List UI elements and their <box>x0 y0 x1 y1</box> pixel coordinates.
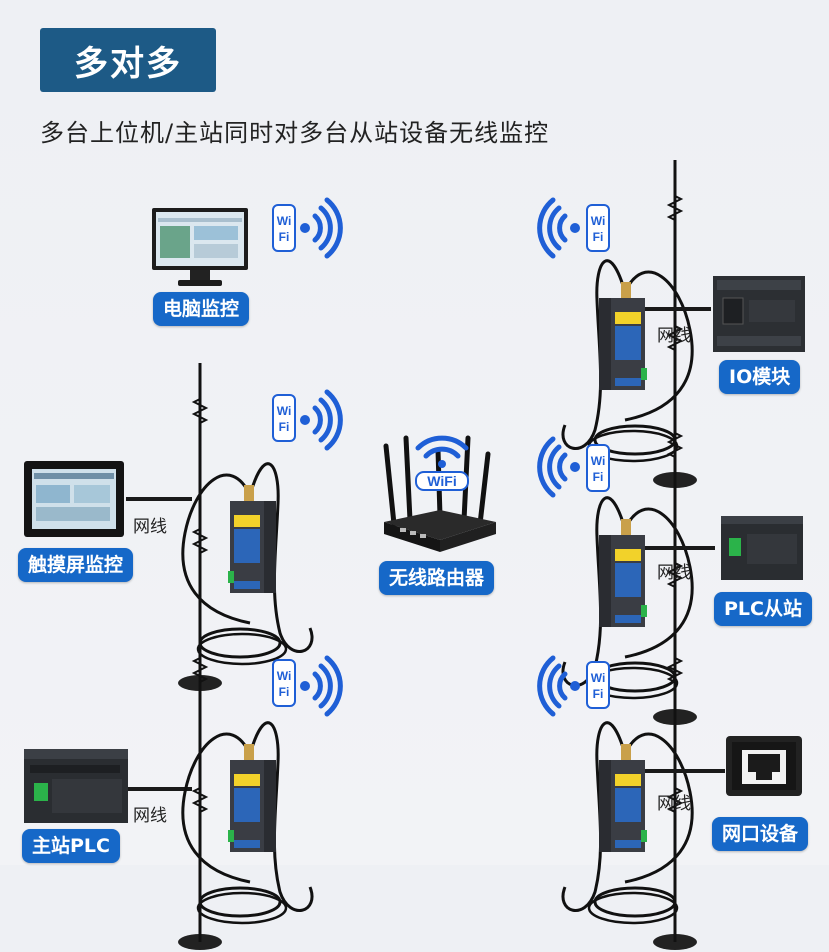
svg-text:Wi: Wi <box>591 214 606 228</box>
svg-text:Fi: Fi <box>279 420 290 434</box>
svg-text:Fi: Fi <box>593 687 604 701</box>
wifi-signal-icon <box>305 228 345 288</box>
touch-cable-line <box>126 497 192 501</box>
router-wifi-icon: WiFi <box>415 435 469 491</box>
touch-cable-label: 网线 <box>133 517 167 537</box>
label-pc: 电脑监控 <box>153 292 250 326</box>
label-net-device: 网口设备 <box>712 817 809 851</box>
svg-text:Fi: Fi <box>279 230 290 244</box>
svg-text:Wi: Wi <box>277 214 292 228</box>
master-cable-label: 网线 <box>133 806 167 826</box>
io-module-icon <box>713 276 805 352</box>
page-subtitle: 多台上位机/主站同时对多台从站设备无线监控 <box>40 119 550 147</box>
rj45-port-icon <box>726 736 802 796</box>
wifi-signal-icon <box>305 420 345 480</box>
label-io-module: IO模块 <box>719 360 801 394</box>
wifi-badge-icon: Wi Fi <box>272 659 296 707</box>
net-dev-cable-line <box>645 769 725 773</box>
dtu-device-icon <box>176 361 314 693</box>
dtu-device-icon <box>176 620 314 952</box>
io-cable-label: 网线 <box>657 326 691 346</box>
label-master-plc: 主站PLC <box>22 829 120 863</box>
svg-text:Fi: Fi <box>593 470 604 484</box>
svg-text:WiFi: WiFi <box>427 473 456 489</box>
page-title: 多对多 <box>40 28 216 92</box>
svg-text:Fi: Fi <box>593 230 604 244</box>
svg-text:Wi: Wi <box>277 404 292 418</box>
master-cable-line <box>128 787 192 791</box>
plc-slave-cable-label: 网线 <box>657 563 691 583</box>
plc-slave-icon <box>721 516 803 580</box>
io-cable-line <box>645 307 711 311</box>
dtu-device-icon <box>561 620 699 952</box>
router-icon <box>383 435 496 552</box>
master-plc-icon <box>24 749 128 823</box>
svg-text:Wi: Wi <box>277 669 292 683</box>
label-plc-slave: PLC从站 <box>714 592 812 626</box>
wifi-badge-icon: Wi Fi <box>272 204 296 252</box>
label-touchscreen: 触摸屏监控 <box>18 548 134 582</box>
wifi-badge-icon: Wi Fi <box>586 444 610 492</box>
wifi-signal-icon <box>305 686 345 746</box>
pc-monitor-icon <box>152 208 248 286</box>
net-dev-cable-label: 网线 <box>657 794 691 814</box>
touchscreen-icon <box>24 461 124 537</box>
label-router: 无线路由器 <box>379 561 495 595</box>
plc-slave-cable-line <box>645 546 715 550</box>
wifi-badge-icon: Wi Fi <box>586 204 610 252</box>
svg-text:Wi: Wi <box>591 671 606 685</box>
wifi-badge-icon: Wi Fi <box>586 661 610 709</box>
svg-text:Wi: Wi <box>591 454 606 468</box>
svg-text:Fi: Fi <box>279 685 290 699</box>
wifi-badge-icon: Wi Fi <box>272 394 296 442</box>
